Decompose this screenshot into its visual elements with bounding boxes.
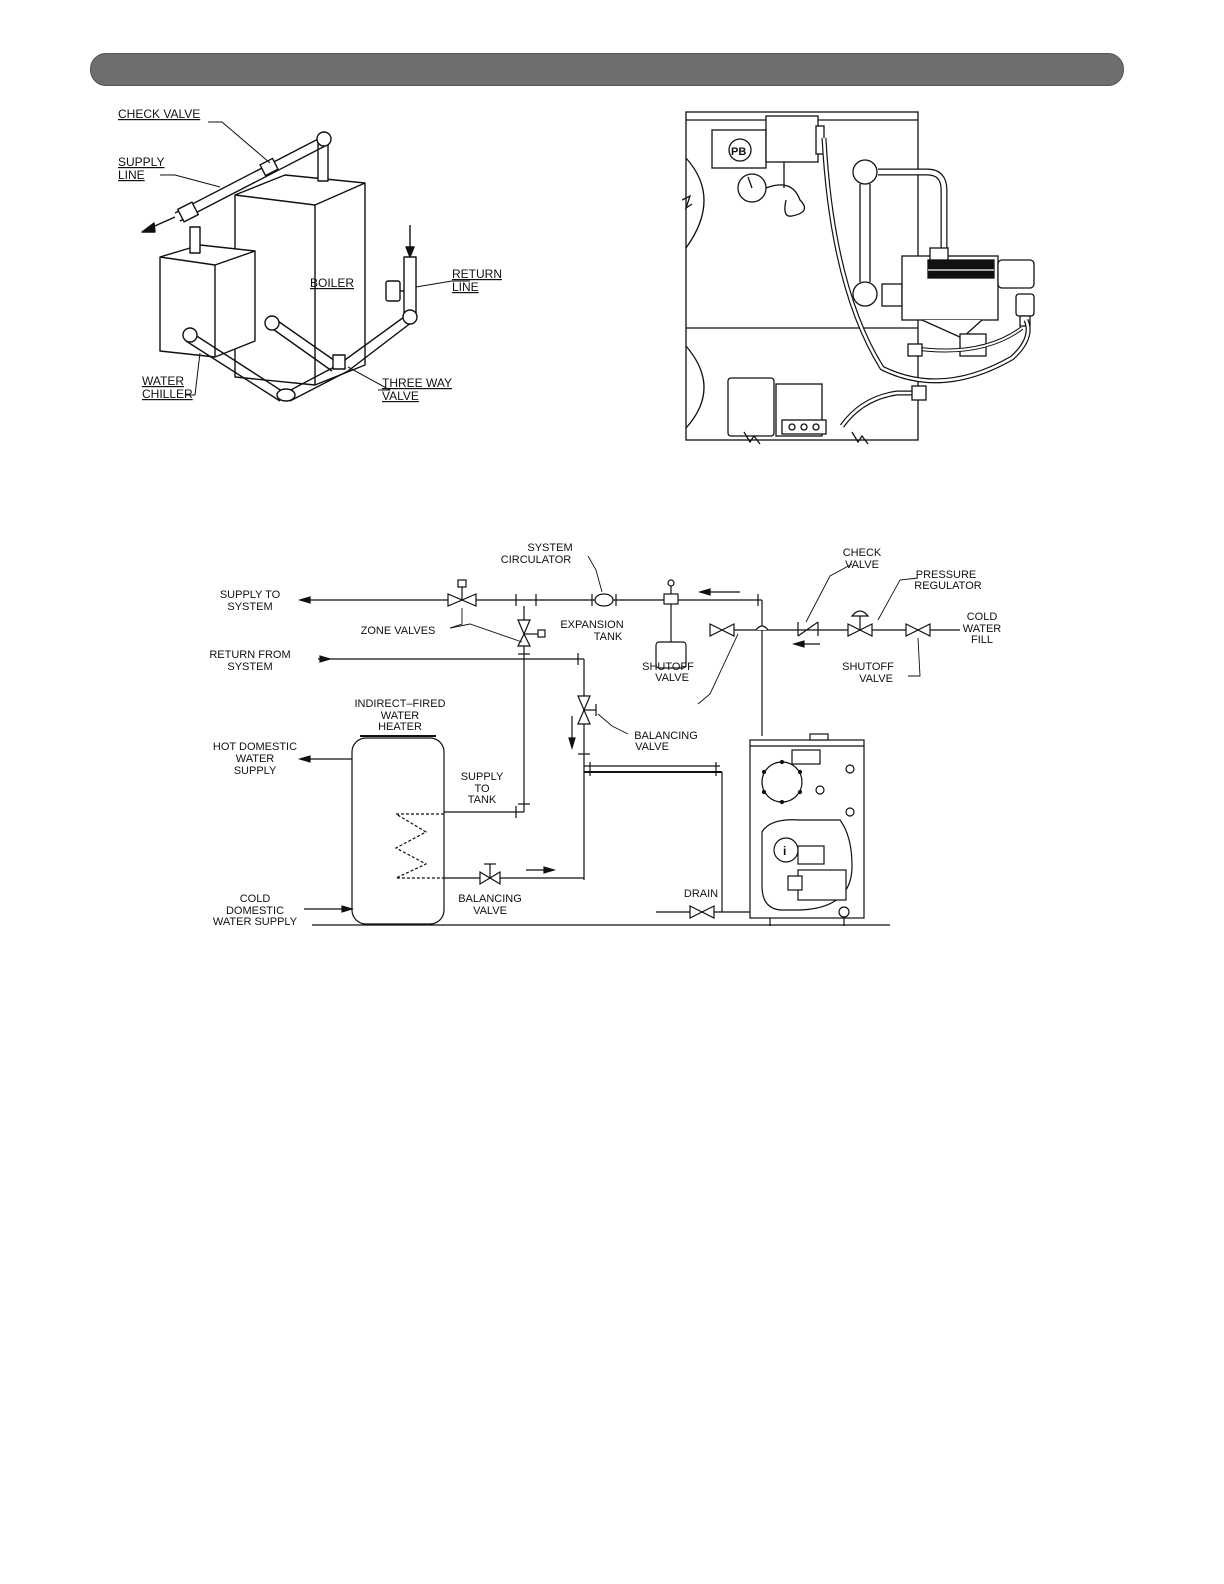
label-cold-water-fill-2: WATER <box>963 623 1002 635</box>
label-shutoff-valve-right-1: SHUTOFF <box>842 661 894 673</box>
label-check-valve-1: CHECK <box>843 547 882 559</box>
system-piping-schematic: i SYSTEM CIRCULATOR CHECK VALVE PRESSURE… <box>209 542 1002 928</box>
section-header-bar <box>90 53 1124 86</box>
pressure-regulator-symbol <box>847 610 873 637</box>
boiler-cabinet <box>234 174 366 386</box>
boiler-unit: i <box>749 733 865 926</box>
label-supply-to-tank-3: TANK <box>468 794 497 806</box>
return-line <box>385 225 417 318</box>
expansion-tank <box>655 641 687 669</box>
label-zone-valves: ZONE VALVES <box>361 625 436 637</box>
label-supply-to-system-1: SUPPLY TO <box>220 589 281 601</box>
burner-box <box>727 377 775 437</box>
label-water-heater-1: INDIRECT–FIRED <box>354 698 445 710</box>
label-check-valve: CHECK VALVE <box>118 107 200 121</box>
label-balancing-valve-lower-2: VALVE <box>473 905 507 917</box>
label-supply-line-1: SUPPLY <box>118 155 164 169</box>
logo-text: PB <box>731 146 746 158</box>
label-pressure-regulator-2: REGULATOR <box>914 580 981 592</box>
drain-valve <box>689 905 715 919</box>
check-valve-symbol-fill <box>797 621 819 637</box>
label-return-line-1: RETURN <box>452 267 502 281</box>
balancing-valve-lower <box>479 863 501 886</box>
air-purger-symbol <box>663 579 679 646</box>
label-shutoff-valve-left-1: SHUTOFF <box>642 661 694 673</box>
label-balancing-valve-upper-2: VALVE <box>635 741 669 753</box>
label-water-heater-3: HEATER <box>378 721 422 733</box>
label-drain: DRAIN <box>684 888 718 900</box>
water-chiller-cabinet <box>159 244 256 358</box>
zone-valve-tank <box>517 619 546 647</box>
label-system-circulator-1: SYSTEM <box>527 542 572 554</box>
shutoff-valve-fill <box>905 623 931 637</box>
balancing-valve-upper <box>577 695 597 725</box>
three-way-valve-symbol <box>332 354 346 370</box>
label-cold-domestic-1: COLD <box>240 893 271 905</box>
burner-info-glyph: i <box>783 844 786 858</box>
relay-control-box <box>765 115 819 163</box>
label-expansion-tank-1: EXPANSION <box>560 619 623 631</box>
zone-valve-supply <box>447 579 477 607</box>
label-three-way-valve-2: VALVE <box>382 389 419 403</box>
label-balancing-valve-lower-1: BALANCING <box>458 893 522 905</box>
label-water-heater-2: WATER <box>381 710 420 722</box>
label-cold-domestic-3: WATER SUPPLY <box>213 916 298 928</box>
label-supply-to-system-2: SYSTEM <box>227 601 272 613</box>
circulator-pump <box>881 255 1035 357</box>
logo-badge <box>728 138 752 162</box>
label-water-chiller-2: CHILLER <box>142 387 193 401</box>
label-supply-to-tank-2: TO <box>474 783 490 795</box>
label-return-from-system-1: RETURN FROM <box>209 649 290 661</box>
label-pressure-regulator-1: PRESSURE <box>916 569 977 581</box>
label-cold-domestic-2: DOMESTIC <box>226 905 284 917</box>
label-three-way-valve-1: THREE WAY <box>382 376 452 390</box>
label-balancing-valve-upper-1: BALANCING <box>634 730 698 742</box>
aquastat-lower <box>852 281 878 307</box>
label-hot-domestic-3: SUPPLY <box>234 765 277 777</box>
indirect-fired-water-heater-tank <box>351 737 445 925</box>
label-return-from-system-2: SYSTEM <box>227 661 272 673</box>
label-system-circulator-2: CIRCULATOR <box>501 554 572 566</box>
system-circulator-symbol <box>591 593 617 607</box>
boiler-chiller-piping-figure: CHECK VALVE SUPPLY LINE BOILER RETURN LI… <box>118 107 502 403</box>
label-check-valve-2: VALVE <box>845 559 879 571</box>
shutoff-valve-boiler-side <box>709 623 735 637</box>
label-supply-to-tank-1: SUPPLY <box>461 771 504 783</box>
label-supply-line-2: LINE <box>118 168 145 182</box>
label-shutoff-valve-right-2: VALVE <box>859 673 893 685</box>
label-water-chiller-1: WATER <box>142 374 184 388</box>
label-return-line-2: LINE <box>452 280 479 294</box>
heater-coil <box>393 813 444 879</box>
label-cold-water-fill-1: COLD <box>967 611 998 623</box>
boiler-front-controls-figure: PB <box>682 111 1035 445</box>
label-shutoff-valve-left-2: VALVE <box>655 672 689 684</box>
label-boiler: BOILER <box>310 276 354 290</box>
label-cold-water-fill-3: FILL <box>971 634 993 646</box>
label-hot-domestic-2: WATER <box>236 753 275 765</box>
label-expansion-tank-2: TANK <box>594 631 623 643</box>
aquastat-upper <box>852 159 878 185</box>
check-valve-symbol <box>259 157 279 177</box>
label-hot-domestic-1: HOT DOMESTIC <box>213 741 297 753</box>
